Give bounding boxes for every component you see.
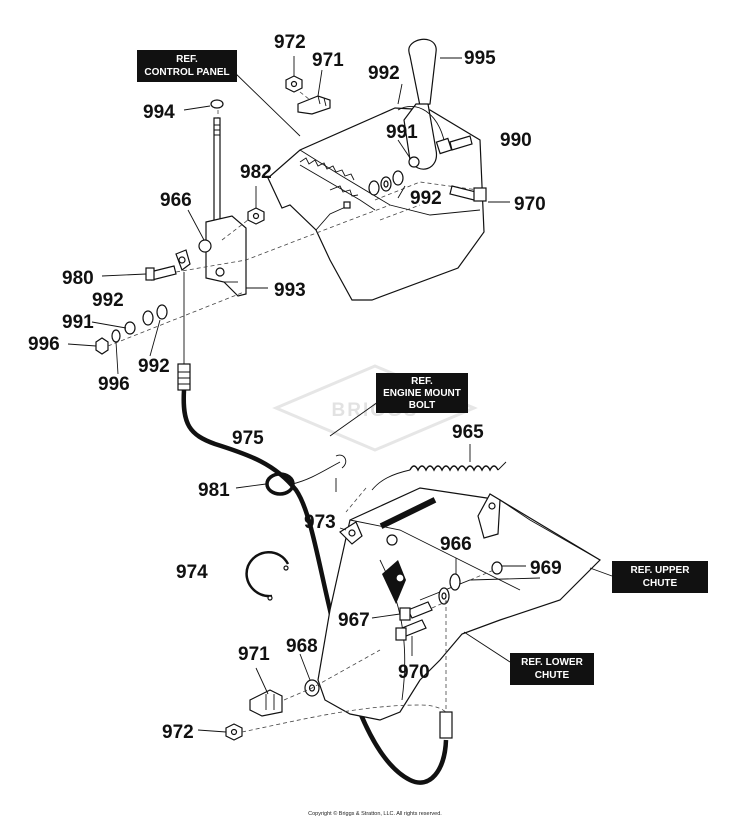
part-number-970-b: 970 [398, 662, 430, 683]
part-number-971-top: 971 [312, 50, 344, 71]
svg-text:ENGINE MOUNT: ENGINE MOUNT [383, 388, 461, 399]
chute-tab [477, 493, 501, 539]
svg-text:REF. LOWER: REF. LOWER [521, 657, 583, 668]
bolt-980 [145, 265, 177, 281]
bolt-969 [469, 561, 503, 581]
part-number-980: 980 [62, 268, 94, 289]
part-number-992-c: 992 [92, 290, 124, 311]
bracket-973 [339, 521, 363, 545]
svg-text:BOLT: BOLT [409, 400, 435, 411]
svg-text:REF. UPPER: REF. UPPER [631, 565, 691, 576]
svg-text:REF.: REF. [176, 54, 198, 65]
svg-text:CONTROL PANEL: CONTROL PANEL [144, 67, 229, 78]
part-number-994: 994 [143, 102, 175, 123]
cable-tie-981 [265, 454, 347, 496]
ref-label-engine-mount-bolt: REF. ENGINE MOUNT BOLT [376, 373, 468, 413]
part-number-996-a: 996 [28, 334, 60, 355]
part-number-992-a: 992 [368, 63, 400, 84]
part-number-975: 975 [232, 428, 264, 449]
shift-lever-knob [397, 38, 447, 170]
part-number-969: 969 [530, 558, 562, 579]
part-number-996-b: 996 [98, 374, 130, 395]
part-number-973: 973 [304, 512, 336, 533]
part-number-967: 967 [338, 610, 370, 631]
part-number-972-bottom: 972 [162, 722, 194, 743]
leader-lines [67, 56, 613, 733]
part-number-982: 982 [240, 162, 272, 183]
ref-label-control-panel: REF. CONTROL PANEL [137, 50, 237, 82]
copyright-text: Copyright © Briggs & Stratton, LLC. All … [308, 810, 442, 817]
clip-971-bottom [249, 689, 283, 717]
nut-982 [247, 207, 265, 225]
part-number-991-a: 991 [386, 122, 418, 143]
svg-text:CHUTE: CHUTE [643, 578, 678, 589]
washer-stack-upper [368, 170, 404, 196]
part-number-990: 990 [500, 130, 532, 151]
washer-stack-lower-left [95, 304, 168, 355]
rod-994 [210, 99, 224, 239]
control-cable-975 [177, 272, 453, 785]
part-number-966-a: 966 [160, 190, 192, 211]
chute-deflector-housing [317, 487, 601, 721]
nut-972-bottom [225, 723, 243, 741]
bolt-990 [435, 135, 473, 155]
spring-965 [345, 461, 507, 513]
part-number-970-a: 970 [514, 194, 546, 215]
part-number-971-bottom: 971 [238, 644, 270, 665]
cable-end-fitting [175, 249, 191, 271]
ref-label-lower-chute: REF. LOWER CHUTE [510, 653, 594, 685]
chute-lever-knob [382, 560, 406, 604]
bracket-993 [198, 215, 247, 297]
part-number-991-b: 991 [62, 312, 94, 333]
washer-stack-966-lower [386, 534, 461, 605]
svg-text:CHUTE: CHUTE [535, 670, 570, 681]
part-number-965: 965 [452, 422, 484, 443]
control-panel-housing [267, 107, 485, 301]
part-number-992-d: 992 [138, 356, 170, 377]
retaining-ring-974 [245, 551, 290, 601]
ref-label-upper-chute: REF. UPPER CHUTE [612, 561, 708, 593]
clip-971-top [297, 95, 331, 115]
part-number-993: 993 [274, 280, 306, 301]
part-number-968: 968 [286, 636, 318, 657]
assembly-center-lines-lower [241, 599, 451, 733]
part-number-966-b: 966 [440, 534, 472, 555]
part-number-972-top: 972 [274, 32, 306, 53]
part-number-995: 995 [464, 48, 496, 69]
part-number-981: 981 [198, 480, 230, 501]
part-numbers: 972 971 995 992 994 991 990 982 992 970 … [28, 32, 562, 743]
assembly-center-lines-upper [107, 91, 391, 347]
svg-text:REF.: REF. [411, 376, 433, 387]
bolt-970-upper [449, 185, 487, 202]
part-number-992-b: 992 [410, 188, 442, 209]
bolt-970-lower [395, 619, 427, 641]
nut-972-top [285, 75, 303, 93]
part-number-974: 974 [176, 562, 208, 583]
